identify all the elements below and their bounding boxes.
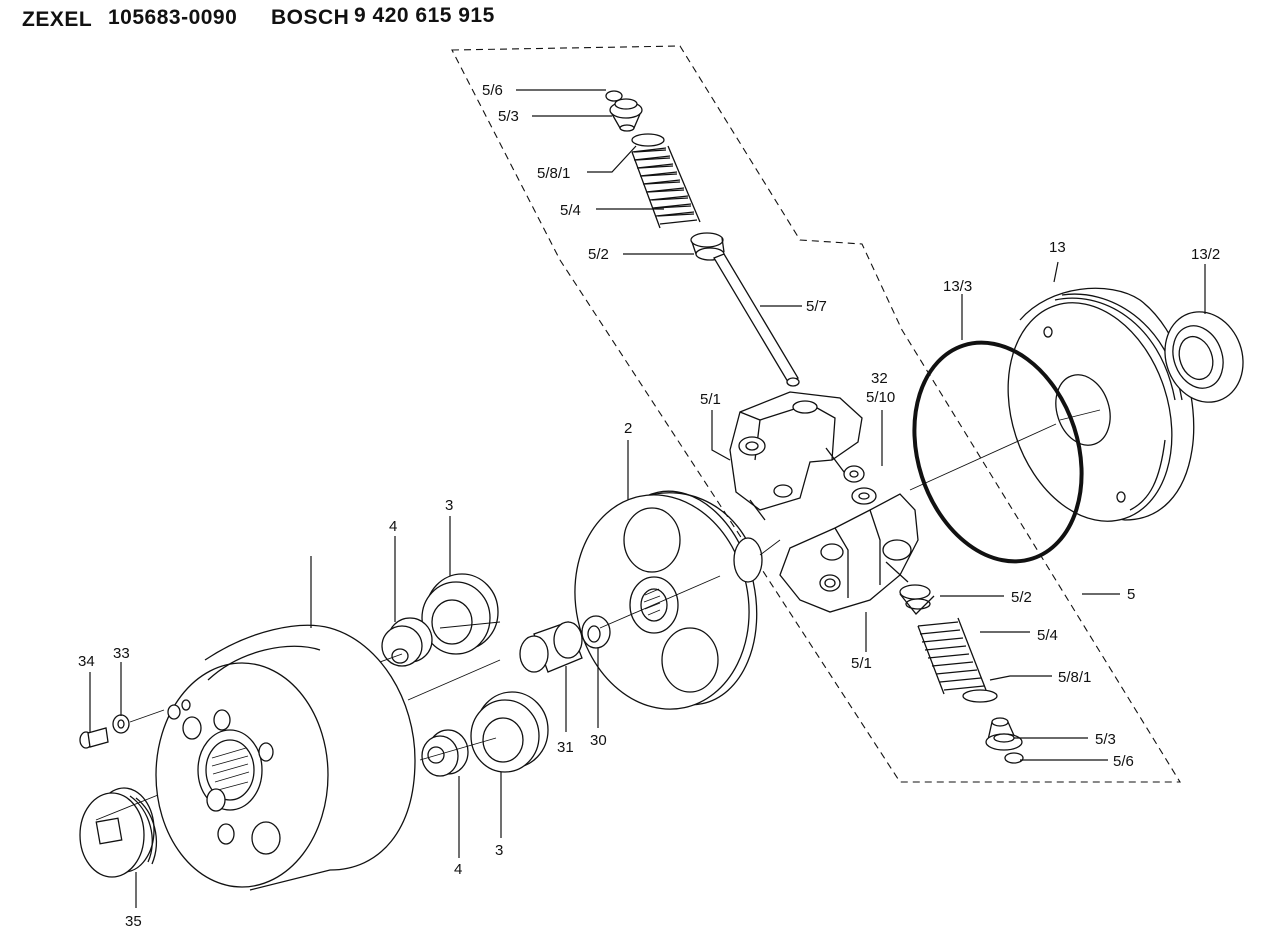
part-5-8-1-shim-top xyxy=(631,133,665,147)
part-13-2-bearing xyxy=(1164,311,1244,403)
part-5-6-circlip-top xyxy=(605,90,623,102)
callout-13-3: 13/3 xyxy=(943,278,972,295)
callout-5-3-bottom: 5/3 xyxy=(1095,731,1116,748)
callout-5-1-bottom: 5/1 xyxy=(851,655,872,672)
callout-5-10: 5/10 xyxy=(866,389,895,406)
part-5-2-spring-seat-bottom xyxy=(899,584,935,615)
leader-lines xyxy=(89,89,1206,908)
callout-33: 33 xyxy=(113,645,130,662)
callout-32: 32 xyxy=(871,370,888,387)
header-brand-zexel: ZEXEL xyxy=(22,8,92,31)
callout-labels: 5/6 5/3 5/8/1 5/4 5/2 5/7 13 13/2 13/3 3… xyxy=(78,82,1220,930)
callout-5-1-top: 5/1 xyxy=(700,391,721,408)
callout-30: 30 xyxy=(590,732,607,749)
callout-5-2-bottom: 5/2 xyxy=(1011,589,1032,606)
pump-housing xyxy=(155,624,416,891)
part-3-roller-lower xyxy=(470,691,549,773)
callout-13-2: 13/2 xyxy=(1191,246,1220,263)
top-valve-stack xyxy=(605,90,800,387)
part-34-screw xyxy=(79,727,109,749)
callout-13: 13 xyxy=(1049,239,1066,256)
callout-5-6-top: 5/6 xyxy=(482,82,503,99)
callout-35: 35 xyxy=(125,913,142,930)
callout-5-7: 5/7 xyxy=(806,298,827,315)
part-4-pin-lower xyxy=(421,729,469,777)
part-32-pin xyxy=(843,465,865,483)
callout-5: 5 xyxy=(1127,586,1135,603)
part-13-cover xyxy=(1007,287,1195,522)
header-bosch-part-number: 9 420 615 915 xyxy=(354,4,495,27)
callout-5-2-top: 5/2 xyxy=(588,246,609,263)
part-30-washer xyxy=(581,615,611,649)
part-5-3-spring-seat-bottom xyxy=(985,717,1023,751)
part-5-4-spring-bottom xyxy=(917,617,987,695)
header-brand-bosch: BOSCH xyxy=(271,6,349,29)
callout-5-8-1-top: 5/8/1 xyxy=(537,165,570,182)
part-5-1-roller-holder-lower xyxy=(779,493,919,613)
part-5-4-spring-top xyxy=(631,145,701,229)
callout-34: 34 xyxy=(78,653,95,670)
callout-5-8-1-bottom: 5/8/1 xyxy=(1058,669,1091,686)
part-5-3-spring-seat-top xyxy=(609,98,643,132)
callout-5-6-bottom: 5/6 xyxy=(1113,753,1134,770)
part-35-plug xyxy=(79,787,157,878)
header: ZEXEL 105683-0090 BOSCH 9 420 615 915 xyxy=(22,4,495,31)
callout-3-bottom: 3 xyxy=(495,842,503,859)
bottom-valve-stack xyxy=(899,584,1024,764)
part-5-8-1-shim-bottom xyxy=(962,689,998,703)
part-31-sleeve xyxy=(519,621,583,673)
part-33-washer xyxy=(112,714,130,734)
callout-5-3-top: 5/3 xyxy=(498,108,519,125)
part-5-6-circlip-bottom xyxy=(1004,752,1024,764)
callout-5-4-bottom: 5/4 xyxy=(1037,627,1058,644)
callout-4-bottom: 4 xyxy=(454,861,462,878)
callout-3-top: 3 xyxy=(445,497,453,514)
part-13-3-o-ring xyxy=(912,340,1084,564)
part-5-10-disc xyxy=(851,487,877,505)
callout-5-4-top: 5/4 xyxy=(560,202,581,219)
callout-2: 2 xyxy=(624,420,632,437)
part-2-roller-ring xyxy=(574,490,763,710)
callout-31: 31 xyxy=(557,739,574,756)
assembly-axis-lines xyxy=(95,409,1101,821)
part-5-1-roller-holder-upper xyxy=(729,391,863,521)
header-zexel-part-number: 105683-0090 xyxy=(108,6,237,29)
callout-4-top: 4 xyxy=(389,518,397,535)
part-5-7-pushrod xyxy=(713,253,800,387)
part-3-roller-upper xyxy=(421,573,499,655)
part-4-pin-upper xyxy=(381,617,433,667)
